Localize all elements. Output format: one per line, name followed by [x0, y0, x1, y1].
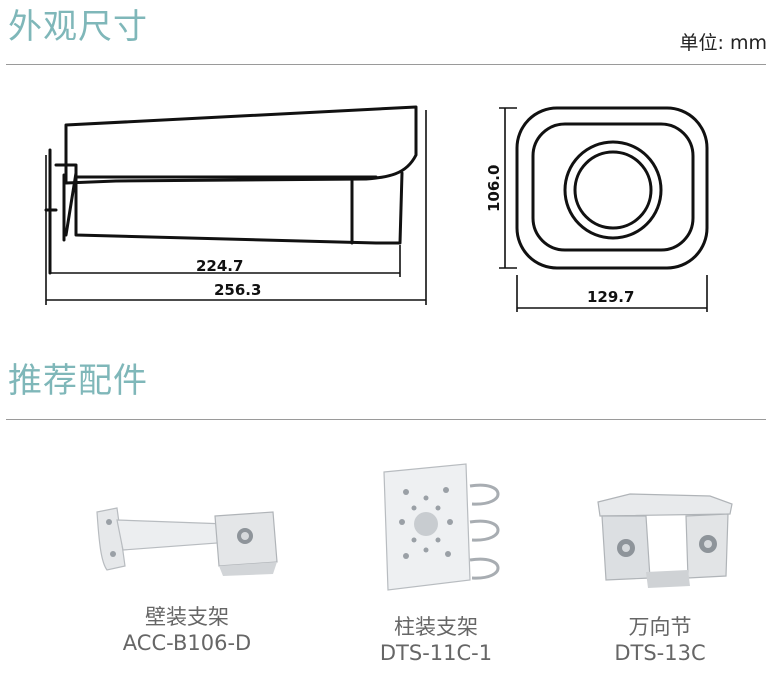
section-divider	[6, 419, 766, 420]
wall-mount-bracket-icon	[96, 507, 278, 576]
universal-joint-icon	[597, 493, 733, 588]
dimensions-section-title: 外观尺寸	[8, 7, 148, 47]
accessory-name: 柱装支架	[394, 615, 478, 639]
side-outer-dimension: 256.3	[214, 281, 261, 299]
accessory-name: 壁装支架	[145, 605, 229, 629]
accessory-model: DTS-13C	[614, 641, 706, 666]
side-view-drawing: 224.7 256.3	[44, 105, 427, 305]
accessory-card-universal-joint: 万向节 DTS-13C	[560, 462, 760, 667]
section-divider	[6, 64, 766, 65]
side-inner-dimension: 224.7	[196, 257, 243, 275]
unit-label: 单位: mm	[679, 32, 767, 54]
accessory-model: DTS-11C-1	[379, 641, 493, 666]
accessories-section-title: 推荐配件	[8, 361, 148, 401]
front-width-dimension: 129.7	[587, 288, 634, 306]
accessory-card-wall-mount: 壁装支架 ACC-B106-D	[87, 462, 287, 657]
front-height-dimension: 106.0	[485, 165, 503, 212]
accessory-name: 万向节	[628, 615, 692, 639]
accessory-card-pole-mount: 柱装支架 DTS-11C-1	[336, 462, 536, 667]
front-view-drawing: 106.0 129.7	[485, 106, 709, 312]
accessory-model: ACC-B106-D	[122, 631, 252, 656]
pole-mount-bracket-icon	[383, 463, 500, 591]
